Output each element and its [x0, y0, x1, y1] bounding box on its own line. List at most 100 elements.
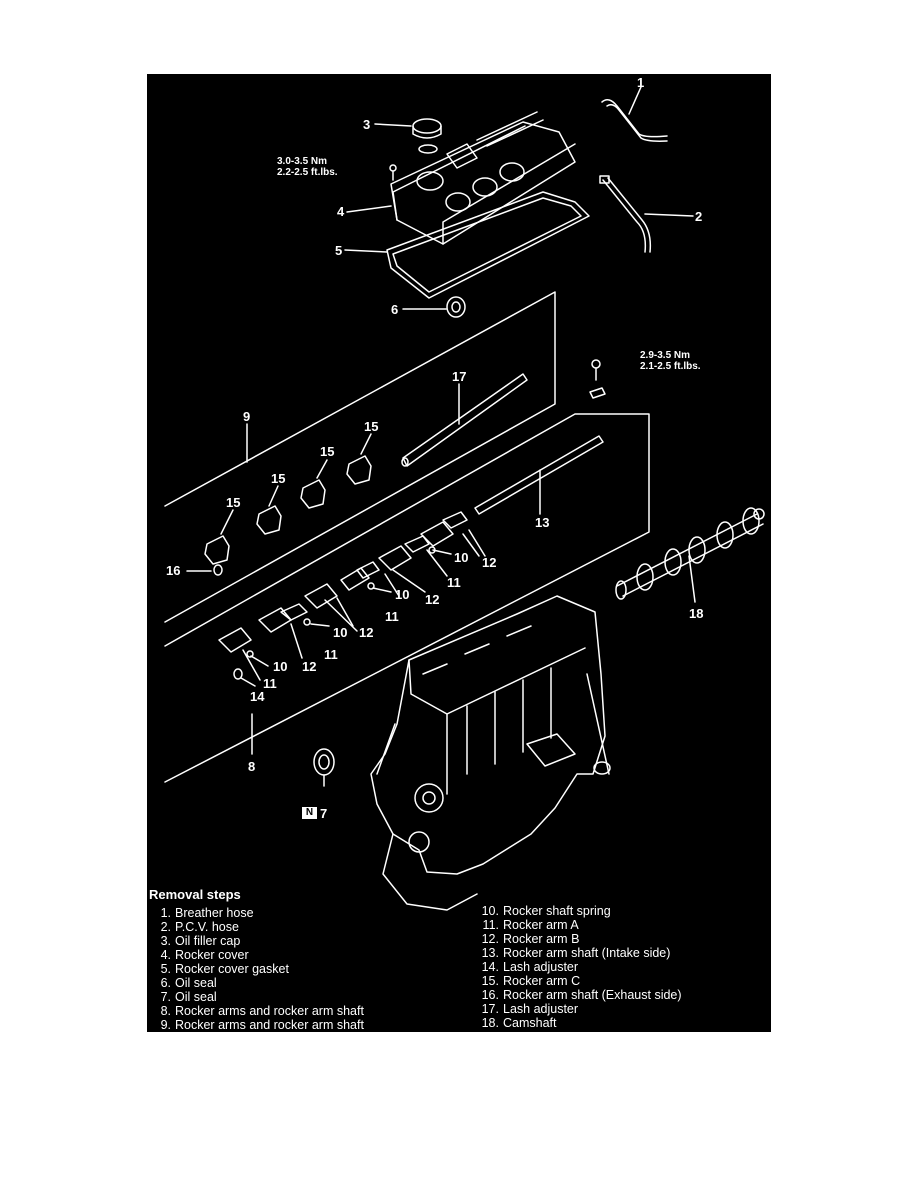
callout-10: 10 [333, 625, 348, 640]
oil-filler-cap-icon [412, 118, 442, 154]
step-number: 12. [481, 932, 499, 946]
callout-17: 17 [452, 369, 467, 384]
exhaust-side-assembly-outline [164, 291, 556, 623]
engine-block-icon [370, 595, 611, 911]
step-number: 4. [160, 948, 171, 962]
step-item: 1. Breather hose [149, 906, 364, 920]
step-text: Rocker arm B [503, 932, 580, 946]
callout-11: 11 [447, 575, 461, 590]
rocker-cover-gasket-icon [386, 191, 590, 299]
callout-9: 9 [243, 409, 251, 424]
pcv-hose-icon [599, 175, 652, 253]
callout-13: 13 [535, 515, 550, 530]
step-item: 14. Lash adjuster [477, 960, 682, 974]
step-number: 17. [481, 1002, 499, 1016]
callout-11: 11 [324, 647, 338, 662]
callout-14: 14 [250, 689, 265, 704]
callout-3: 3 [363, 117, 371, 132]
breather-hose-icon [601, 99, 668, 142]
step-text: Oil seal [175, 976, 217, 990]
callout-12: 12 [425, 592, 440, 607]
intake-side-assembly-outline [164, 413, 650, 783]
callout-4: 4 [337, 204, 345, 219]
oil-seal-icon [313, 748, 335, 776]
callout-10: 10 [273, 659, 288, 674]
torque-ftlbs: 2.1-2.5 ft.lbs. [640, 361, 701, 372]
step-item: 6. Oil seal [149, 976, 364, 990]
step-text: Rocker arm shaft (Exhaust side) [503, 988, 682, 1002]
step-item: 5. Rocker cover gasket [149, 962, 364, 976]
step-number: 2. [160, 920, 171, 934]
step-number: 14. [481, 960, 499, 974]
callout-15: 15 [364, 419, 379, 434]
step-number: 6. [160, 976, 171, 990]
step-text: Lash adjuster [503, 960, 579, 974]
callout-10: 10 [454, 550, 469, 565]
torque-spec-cover-bolt: 3.0-3.5 Nm 2.2-2.5 ft.lbs. [277, 156, 338, 178]
callout-16: 16 [166, 563, 181, 578]
step-number: 1. [160, 906, 171, 920]
step-text: Rocker cover gasket [175, 962, 289, 976]
step-item: 16. Rocker arm shaft (Exhaust side) [477, 988, 682, 1002]
callout-5: 5 [335, 243, 343, 258]
camshaft-icon [615, 507, 765, 600]
step-item: 10.Rocker shaft spring [477, 904, 682, 918]
step-text: Rocker arms and rocker arm shaft [175, 1004, 364, 1018]
step-text: Rocker arm shaft (Intake side) [503, 946, 671, 960]
callout-12: 12 [302, 659, 317, 674]
exploded-view-drawing [164, 86, 765, 911]
callout-18: 18 [689, 606, 704, 621]
step-item: 11. Rocker arm A [477, 918, 682, 932]
callout-15: 15 [271, 471, 286, 486]
step-number: 11. [482, 918, 499, 932]
diagram-panel: 1 2 3 4 5 6 9 17 15 15 15 15 13 16 18 10… [147, 74, 771, 1032]
rocker-arm-shaft-intake-icon [474, 435, 604, 515]
step-item: 7.Oil seal [149, 990, 364, 1004]
step-item: 2. P.C.V. hose [149, 920, 364, 934]
callout-1: 1 [637, 75, 645, 90]
step-text: Rocker arm C [503, 974, 581, 988]
step-number: 16. [481, 988, 499, 1002]
bolt-icon [389, 164, 397, 181]
callout-8: 8 [248, 759, 256, 774]
callout-11: 11 [385, 609, 399, 624]
callout-7: 7 [320, 806, 328, 821]
lash-adjuster-icon [233, 668, 243, 680]
callout-15: 15 [226, 495, 241, 510]
step-item: 12. Rocker arm B [477, 932, 682, 946]
rocker-shaft-spring-icon [246, 546, 436, 658]
rocker-arm-shaft-exhaust-icon [401, 373, 528, 467]
step-text: P.C.V. hose [175, 920, 239, 934]
step-text: Breather hose [175, 906, 254, 920]
callout-10: 10 [395, 587, 410, 602]
step-number: 8. [160, 1004, 171, 1018]
step-item: 8. Rocker arms and rocker arm shaft [149, 1004, 364, 1018]
step-text: Rocker cover [175, 948, 249, 962]
step-text: Lash adjuster [503, 1002, 579, 1016]
step-item: 17. Lash adjuster [477, 1002, 682, 1016]
rocker-arm-c-icon [204, 455, 372, 565]
step-text: Rocker arms and rocker arm shaft [175, 1018, 364, 1032]
step-number: 9. [160, 1018, 171, 1032]
oil-seal-icon [446, 296, 466, 318]
rocker-cover-icon [390, 111, 576, 245]
torque-spec-shaft-bolt: 2.9-3.5 Nm 2.1-2.5 ft.lbs. [640, 350, 701, 372]
step-number: 18. [481, 1016, 499, 1030]
n-mark-badge: N [302, 807, 317, 819]
step-number: 5. [160, 962, 171, 976]
step-item: 4. Rocker cover [149, 948, 364, 962]
callout-12: 12 [359, 625, 374, 640]
step-number: 10. [481, 904, 499, 918]
callout-6: 6 [391, 302, 399, 317]
step-number: 13. [481, 946, 499, 960]
step-item: 15.Rocker arm C [477, 974, 682, 988]
step-text: Rocker arm A [503, 918, 579, 932]
step-item: 13. Rocker arm shaft (Intake side) [477, 946, 682, 960]
torque-nm: 3.0-3.5 Nm [277, 156, 328, 167]
step-text: Oil filler cap [175, 934, 241, 948]
shaft-spring-icon [213, 564, 223, 576]
bolt-icon [589, 359, 606, 399]
step-item: 3.Oil filler cap [149, 934, 364, 948]
